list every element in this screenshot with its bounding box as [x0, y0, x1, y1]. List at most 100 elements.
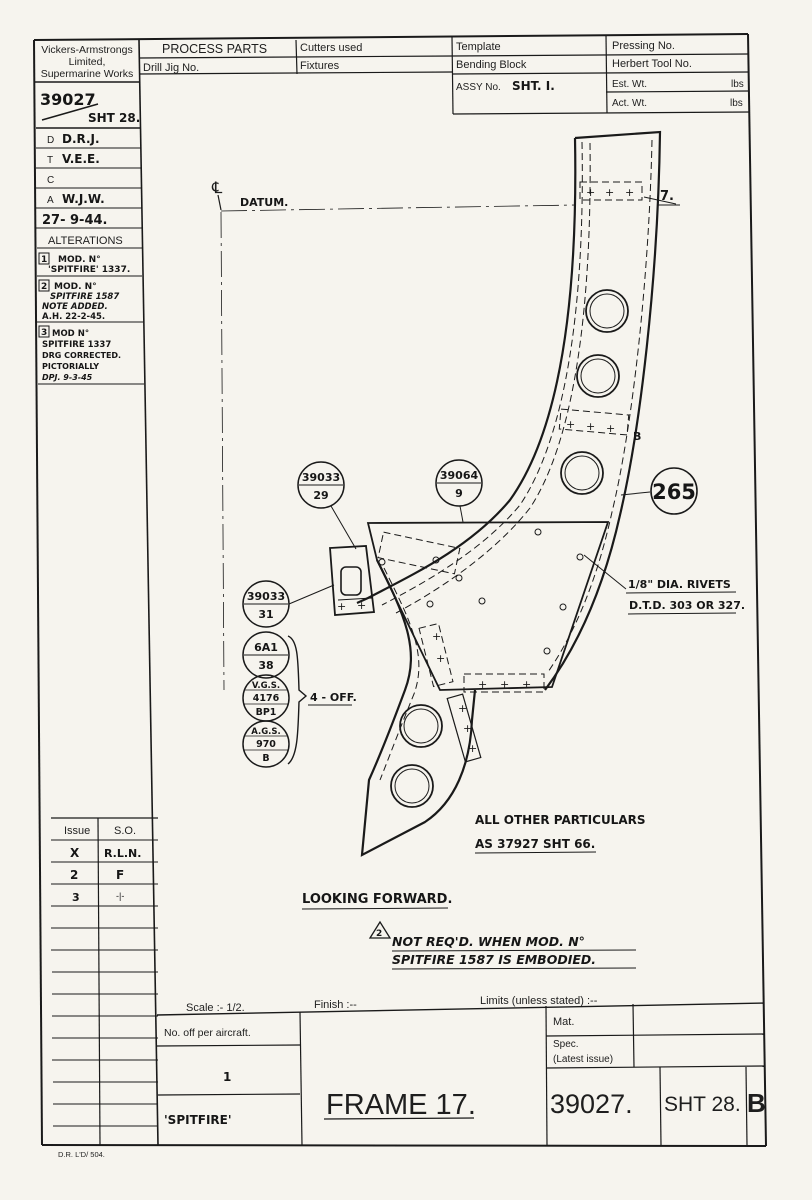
sign-letter-d: D — [47, 135, 54, 146]
cutters-label: Cutters used — [300, 42, 362, 54]
stack-item-3-line-3: B — [262, 753, 269, 764]
callout-39033-31: 39033 31 — [242, 580, 335, 628]
rivets-line-2: D.T.D. 303 OR 327. — [629, 599, 745, 612]
looking-forward-note: LOOKING FORWARD. — [301, 892, 452, 910]
sign-letter-c: C — [47, 175, 54, 186]
stack-item-2-line-2: 4176 — [253, 693, 280, 704]
alterations-label: ALTERATIONS — [48, 235, 123, 247]
stack-item-2-line-1: V.G.S. — [252, 681, 280, 691]
stack-item-2-line-3: BP1 — [256, 707, 277, 718]
fastener-stack: 6A1 38 V.G.S. 4176 BP1 A.G.S. 970 B 4 - … — [242, 631, 357, 768]
four-off-label: 4 - OFF. — [310, 691, 357, 704]
svg-text:+: + — [468, 742, 477, 755]
issue-2: 2 — [70, 868, 78, 882]
svg-text:+: + — [625, 186, 634, 199]
sign-rows: D D.R.J. T V.E.E. C A W.J.W. — [47, 132, 105, 206]
svg-text:+: + — [463, 722, 472, 735]
footer-code: D.R. L'D/ 504. — [58, 1150, 105, 1159]
alteration-2-line-4: A.H. 22-2-45. — [42, 312, 105, 322]
part-39033-31-bottom: 31 — [258, 608, 273, 621]
rivets-line-1: 1/8" DIA. RIVETS — [628, 578, 731, 591]
svg-text:+: + — [337, 600, 346, 613]
part-name: FRAME 17. — [326, 1089, 476, 1121]
alteration-3-number: 3 — [41, 328, 47, 338]
header-table — [138, 34, 751, 115]
issue-table — [51, 817, 158, 1146]
alteration-1-line-2: 'SPITFIRE' 1337. — [48, 265, 130, 275]
callout-b: B — [633, 430, 641, 443]
sheet-number-small: SHT 28. — [88, 111, 140, 125]
part-39033-31-top: 39033 — [247, 590, 285, 603]
svg-text:+: + — [478, 678, 487, 691]
bottom-title-block — [156, 1002, 766, 1146]
svg-text:+: + — [432, 630, 441, 643]
datum-label: DATUM. — [240, 196, 288, 209]
note-line-2: SPITFIRE 1587 IS EMBODIED. — [392, 952, 596, 967]
finish-label: Finish :-- — [314, 999, 357, 1011]
aircraft-name: 'SPITFIRE' — [164, 1113, 232, 1127]
svg-text:+: + — [566, 418, 575, 431]
act-wt-unit: lbs — [730, 98, 743, 109]
part-39033-29-bottom: 29 — [313, 489, 328, 502]
looking-forward-label: LOOKING FORWARD. — [302, 892, 452, 907]
assy-label: ASSY No. — [456, 82, 501, 93]
svg-text:+: + — [606, 422, 615, 435]
rivets-note: 1/8" DIA. RIVETS D.T.D. 303 OR 327. — [583, 554, 745, 615]
company-line-3: Supermarine Works — [41, 68, 134, 80]
part-39033-29-top: 39033 — [302, 471, 340, 484]
issue-3: 3 — [72, 891, 80, 904]
sheet-number: SHT 28. — [664, 1093, 741, 1116]
template-label: Template — [456, 41, 501, 53]
est-wt-label: Est. Wt. — [612, 79, 647, 90]
alteration-2-line-1: MOD. N° — [54, 282, 97, 292]
callout-265: 265 — [620, 467, 698, 515]
sign-letter-t: T — [47, 155, 53, 166]
alteration-3-line-4: PICTORIALLY — [42, 362, 99, 371]
datum-centerline: ℄ DATUM. — [211, 180, 577, 691]
issue-letter: B — [747, 1088, 766, 1118]
callout-7-label: 7. — [660, 189, 674, 204]
alteration-3-line-5: DPJ. 9-3-45 — [42, 373, 93, 382]
alteration-2-line-3: NOTE ADDED. — [42, 302, 108, 312]
note-line-1: NOT REQ'D. WHEN MOD. N° — [392, 934, 585, 949]
stack-item-3-line-2: 970 — [256, 739, 276, 750]
svg-text:+: + — [357, 599, 366, 612]
svg-text:+: + — [436, 652, 445, 665]
alteration-1-number: 1 — [41, 255, 47, 265]
so-3: -|- — [116, 891, 124, 901]
no-off-label: No. off per aircraft. — [164, 1027, 251, 1039]
part-39064-bottom: 9 — [455, 487, 463, 500]
so-2: F — [116, 868, 124, 882]
latest-issue-label: (Latest issue) — [553, 1054, 613, 1065]
stack-item-1-bottom: 38 — [258, 659, 273, 672]
so-header: S.O. — [114, 825, 136, 837]
est-wt-unit: lbs — [731, 79, 744, 90]
part-265-label: 265 — [652, 480, 696, 504]
callout-7: 7. — [643, 189, 680, 206]
svg-text:+: + — [586, 420, 595, 433]
pressing-label: Pressing No. — [612, 40, 675, 52]
fixtures-label: Fixtures — [300, 60, 340, 72]
spec-label: Spec. — [553, 1039, 579, 1050]
scale-label: Scale :- 1/2. — [186, 1002, 245, 1014]
assy-value: SHT. I. — [512, 79, 555, 93]
process-parts-label: PROCESS PARTS — [162, 42, 267, 56]
alteration-3-line-1: MOD N° — [52, 329, 89, 339]
sign-letter-a: A — [47, 195, 54, 206]
so-1: R.L.N. — [104, 847, 141, 860]
sign-value-a: W.J.W. — [62, 192, 105, 206]
callout-39033-29: 39033 29 — [297, 461, 357, 550]
drawing-number-small: 39027 — [40, 90, 96, 109]
stack-item-3-line-1: A.G.S. — [251, 727, 281, 737]
particulars-note: ALL OTHER PARTICULARS AS 37927 SHT 66. — [474, 813, 646, 854]
svg-text:+: + — [458, 702, 467, 715]
alteration-2: 2 MOD. N° SPITFIRE 1587 NOTE ADDED. A.H.… — [38, 279, 119, 322]
note-number: 2 — [376, 929, 382, 939]
particulars-line-2: AS 37927 SHT 66. — [475, 837, 595, 851]
drill-jig-label: Drill Jig No. — [143, 62, 199, 74]
alteration-1: 1 MOD. N° 'SPITFIRE' 1337. — [38, 252, 130, 275]
sheet-border — [33, 33, 767, 1147]
alteration-3-line-3: DRG CORRECTED. — [42, 351, 121, 360]
